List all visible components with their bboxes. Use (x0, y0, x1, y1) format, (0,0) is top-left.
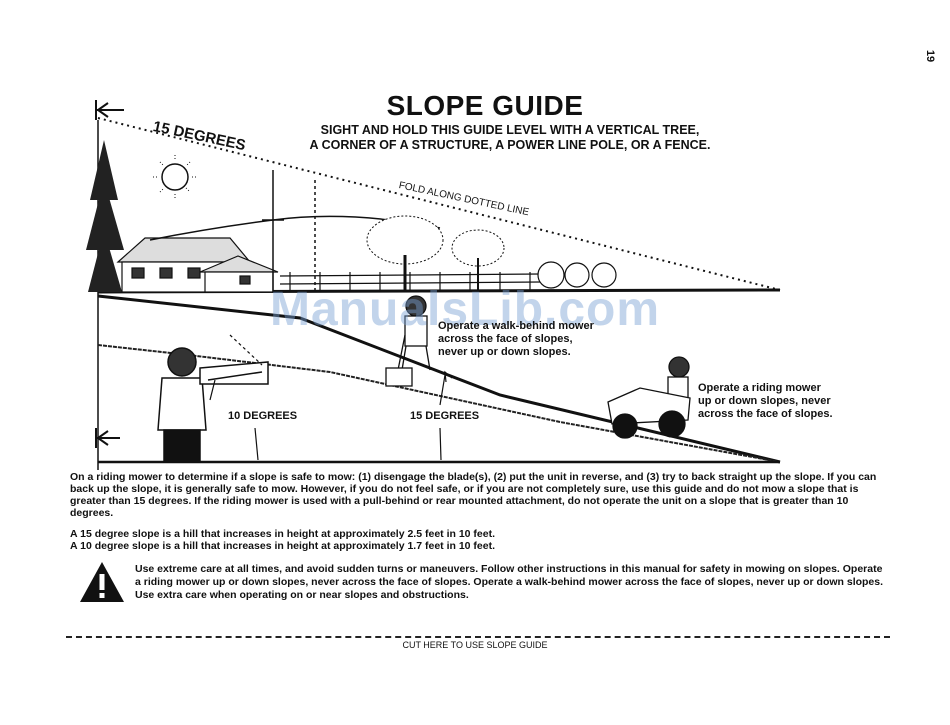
bottom-sight-arrow (95, 428, 120, 448)
slope-ground-line (97, 294, 781, 464)
riding-mower-note: Operate a riding mower up or down slopes… (698, 382, 858, 421)
sun-icon (153, 155, 197, 199)
slope-definition-line: A 10 degree slope is a hill that increas… (70, 540, 496, 552)
cut-label: CUT HERE TO USE SLOPE GUIDE (402, 640, 548, 650)
subtitle-line: SIGHT AND HOLD THIS GUIDE LEVEL WITH A V… (320, 123, 700, 137)
house-icon (116, 237, 279, 293)
walk-note-line: across the face of slopes, (438, 333, 573, 345)
bush-icon (537, 261, 617, 289)
walk-mower-note: Operate a walk-behind mower across the f… (438, 320, 618, 359)
tree-icon (366, 215, 505, 290)
angle-15-label: 15 DEGREES (410, 410, 480, 422)
slope-test-paragraph: On a riding mower to determine if a slop… (70, 471, 877, 519)
walk-note-line: never up or down slopes. (438, 346, 571, 358)
slope-definition-line: A 15 degree slope is a hill that increas… (70, 528, 496, 540)
pine-tree-icon (86, 140, 124, 292)
slope-guide-illustration (86, 100, 781, 470)
angle-10-label: 10 DEGREES (228, 410, 298, 422)
page-title: SLOPE GUIDE (386, 90, 584, 121)
subtitle-line: A CORNER OF A STRUCTURE, A POWER LINE PO… (309, 138, 711, 152)
ride-note-line: across the face of slopes. (698, 408, 833, 420)
watermark-text: ManualsLib.com (270, 283, 661, 336)
angle-leaders (209, 334, 453, 461)
warning-icon (80, 562, 124, 602)
top-sight-arrow (95, 100, 124, 120)
person-sighting-icon (157, 347, 269, 463)
cut-dashed-line (66, 636, 890, 638)
walk-mower-icon (385, 295, 431, 387)
riding-mower-icon (607, 356, 691, 439)
subtitle: SIGHT AND HOLD THIS GUIDE LEVEL WITH A V… (270, 123, 750, 153)
ride-note-line: up or down slopes, never (698, 395, 831, 407)
warning-text: Use extreme care at all times, and avoid… (135, 563, 884, 601)
ride-note-line: Operate a riding mower (698, 382, 821, 394)
page-number: 19 (923, 49, 936, 63)
walk-note-line: Operate a walk-behind mower (438, 320, 594, 332)
slope-definition-paragraph: A 15 degree slope is a hill that increas… (70, 528, 890, 552)
fence-icon (279, 272, 541, 292)
